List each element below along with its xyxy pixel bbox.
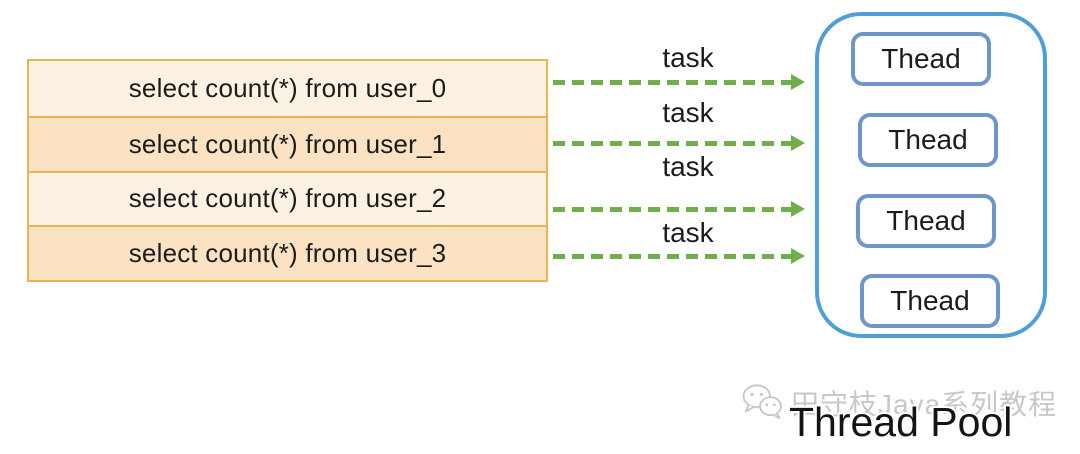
arrowhead-icon xyxy=(791,201,805,217)
arrowhead-icon xyxy=(791,248,805,264)
task-arrow xyxy=(553,201,805,217)
task-label: task xyxy=(662,217,714,248)
sql-query-row: select count(*) from user_3 xyxy=(29,225,546,280)
task-arrow xyxy=(553,248,805,264)
task-label: task xyxy=(662,42,714,73)
task-label: task xyxy=(662,151,714,182)
thread-box: Thead xyxy=(860,274,1000,328)
thread-box: Thead xyxy=(858,113,998,167)
thread-box: Thead xyxy=(851,32,991,86)
thread-pool-title: Thread Pool xyxy=(789,399,1013,445)
task-arrow xyxy=(553,135,805,151)
wechat-icon xyxy=(741,383,783,424)
sql-query-row: select count(*) from user_2 xyxy=(29,170,546,226)
sql-query-text: select count(*) from user_2 xyxy=(128,183,447,214)
sql-query-row: select count(*) from user_0 xyxy=(29,61,546,116)
arrow-dashes xyxy=(553,79,793,85)
watermark-text: 田守枝Java系列教程 xyxy=(791,389,1058,420)
watermark: 田守枝Java系列教程 xyxy=(741,383,1058,424)
sql-query-text: select count(*) from user_3 xyxy=(128,238,447,269)
task-label: task xyxy=(662,97,714,128)
arrowhead-icon xyxy=(791,135,805,151)
arrow-dashes xyxy=(553,253,793,259)
thread-box: Thead xyxy=(856,194,996,248)
sql-query-text: select count(*) from user_1 xyxy=(128,128,447,159)
sql-query-table: select count(*) from user_0 select count… xyxy=(27,59,548,282)
sql-query-text: select count(*) from user_0 xyxy=(128,72,447,103)
arrow-dashes xyxy=(553,140,793,146)
sql-query-row: select count(*) from user_1 xyxy=(29,115,546,171)
arrowhead-icon xyxy=(791,74,805,90)
task-arrow xyxy=(553,74,805,90)
arrow-dashes xyxy=(553,206,793,212)
